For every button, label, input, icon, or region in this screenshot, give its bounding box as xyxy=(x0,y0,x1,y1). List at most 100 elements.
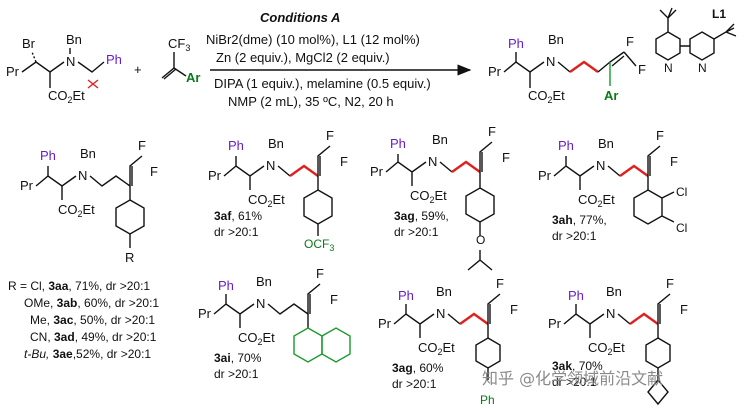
biphenyl-label: Ph xyxy=(480,393,495,407)
product-3ag-dr: dr >20:1 xyxy=(394,225,439,239)
fluoro-2: F xyxy=(340,154,348,169)
watermark: 知乎 @化学领域前沿文献 xyxy=(482,369,663,388)
product-3ak-dr: dr >20:1 xyxy=(552,375,597,389)
oxygen-label: O xyxy=(476,233,485,247)
fluoro-1: F xyxy=(656,128,664,143)
product-3ak: Ph Pr CO2Et N Bn F F 3ak, 70% dr >20:1 xyxy=(548,276,688,406)
nitrogen-label: N xyxy=(596,158,605,173)
propyl-label: Pr xyxy=(538,168,552,183)
benzyl-label: Bn xyxy=(66,32,82,47)
ester-label: CO2Et xyxy=(588,340,625,357)
chloro-2: Cl xyxy=(676,221,687,235)
propyl-label: Pr xyxy=(370,164,384,179)
r-row-1: R = Cl, 3aa, 71%, dr >20:1 xyxy=(8,279,150,293)
benzyl-label: Bn xyxy=(256,274,272,289)
cf3-alkene: CF3 Ar xyxy=(161,36,200,85)
fluoro-1: F xyxy=(138,138,146,153)
conditions-line-3: DIPA (1 equiv.), melamine (0.5 equiv.) xyxy=(214,76,431,91)
chloro-1: Cl xyxy=(676,185,687,199)
product-3ah-caption: 3ah, 77%, xyxy=(552,213,607,227)
nitrogen-label: N xyxy=(78,168,87,183)
product-3ag-caption: 3ag, 59%, xyxy=(394,209,449,223)
ocf3-label: OCF3 xyxy=(304,237,334,253)
propyl-label: Pr xyxy=(198,306,212,321)
fluoro-2: F xyxy=(150,164,158,179)
product-aryl-label: Ar xyxy=(604,88,618,103)
product-3ak-caption: 3ak, 70% xyxy=(552,359,603,373)
fluoro-2: F xyxy=(670,154,678,169)
starting-material: Br Pr CO2Et N Bn Ph xyxy=(6,32,122,105)
r-row-2: OMe, 3ab, 60%, dr >20:1 xyxy=(24,296,159,310)
ligand-label: L1 xyxy=(712,7,726,21)
nitrogen-label: N xyxy=(256,296,265,311)
benzyl-label: Bn xyxy=(80,146,96,161)
fluoro-1: F xyxy=(488,124,496,139)
conditions-line-2: Zn (2 equiv.), MgCl2 (2 equiv.) xyxy=(216,50,390,65)
product-3ag-biphenyl: Ph Pr CO2Et N Bn F F Ph 3ag, 60% dr >20:… xyxy=(378,276,518,407)
ester-label: CO2Et xyxy=(58,202,95,219)
phenyl-label: Ph xyxy=(568,288,584,303)
phenyl-label: Ph xyxy=(106,52,122,67)
ester-label: CO2Et xyxy=(418,340,455,357)
benzyl-label: Bn xyxy=(436,284,452,299)
product-nitrogen-label: N xyxy=(546,54,555,69)
fluoro-2: F xyxy=(510,302,518,317)
nitrogen-label: N xyxy=(428,154,437,169)
ester-label: CO2Et xyxy=(48,88,85,105)
propyl-label: Pr xyxy=(208,168,222,183)
fluoro-2: F xyxy=(680,302,688,317)
cf3-label: CF3 xyxy=(168,36,190,53)
conditions-line-4: NMP (2 mL), 35 ºC, N2, 20 h xyxy=(228,94,394,109)
product-3ai-dr: dr >20:1 xyxy=(214,367,259,381)
r-row-4: CN, 3ad, 49%, dr >20:1 xyxy=(30,330,157,344)
ligand-n1: N xyxy=(664,61,673,75)
plus-sign: + xyxy=(134,62,142,77)
nitrogen-label: N xyxy=(436,306,445,321)
r-row-3: Me, 3ac, 50%, dr >20:1 xyxy=(30,313,155,327)
product-3ag-2-caption: 3ag, 60% xyxy=(392,361,444,375)
ester-label: CO2Et xyxy=(410,188,447,205)
generic-product: Ph Pr CO2Et N Bn F F Ar xyxy=(488,32,646,105)
fluoro-1: F xyxy=(496,276,504,291)
conditions-block: Conditions A NiBr2(dme) (10 mol%), L1 (1… xyxy=(206,10,472,109)
phenyl-label: Ph xyxy=(558,138,574,153)
phenyl-label: Ph xyxy=(40,148,56,163)
benzyl-label: Bn xyxy=(606,284,622,299)
r-row-5: t-Bu, 3ae,52%, dr >20:1 xyxy=(24,347,151,361)
benzyl-label: Bn xyxy=(268,136,284,151)
product-ester-label: CO2Et xyxy=(528,88,565,105)
ligand-n2: N xyxy=(698,61,707,75)
propyl-label: Pr xyxy=(378,316,392,331)
phenyl-label: Ph xyxy=(228,138,244,153)
fluoro-2: F xyxy=(330,292,338,307)
product-3ai-caption: 3ai, 70% xyxy=(214,351,262,365)
product-3ai: Ph Pr CO2Et N Bn F F 3ai, 70% dr >20:1 xyxy=(198,266,351,381)
product-3aa-series: Ph Pr CO2Et N Bn F F R xyxy=(20,138,158,265)
fluoro-1: F xyxy=(666,276,674,291)
propyl-label: Pr xyxy=(20,178,34,193)
ligand-l1: L1 N N xyxy=(655,7,737,75)
nitrogen-label: N xyxy=(66,54,75,69)
r-group-label: R xyxy=(125,250,134,265)
cleavage-mark xyxy=(87,79,99,89)
product-fluoro-2: F xyxy=(638,62,646,77)
product-propyl-label: Pr xyxy=(488,64,502,79)
conditions-line-1: NiBr2(dme) (10 mol%), L1 (12 mol%) xyxy=(206,32,420,47)
benzyl-label: Bn xyxy=(432,132,448,147)
propyl-label: Pr xyxy=(548,316,562,331)
r-group-table: R = Cl, 3aa, 71%, dr >20:1 OMe, 3ab, 60%… xyxy=(8,279,159,361)
fluoro-1: F xyxy=(326,128,334,143)
nitrogen-label: N xyxy=(266,158,275,173)
phenyl-label: Ph xyxy=(218,278,234,293)
bromo-label: Br xyxy=(22,36,36,51)
propyl-label: Pr xyxy=(6,64,20,79)
phenyl-label: Ph xyxy=(390,136,406,151)
conditions-title: Conditions A xyxy=(260,10,340,25)
ester-label: CO2Et xyxy=(248,192,285,209)
product-fluoro-1: F xyxy=(626,34,634,49)
product-3ah-dr: dr >20:1 xyxy=(552,229,597,243)
fluoro-1: F xyxy=(316,266,324,281)
nitrogen-label: N xyxy=(606,306,615,321)
ester-label: CO2Et xyxy=(578,192,615,209)
